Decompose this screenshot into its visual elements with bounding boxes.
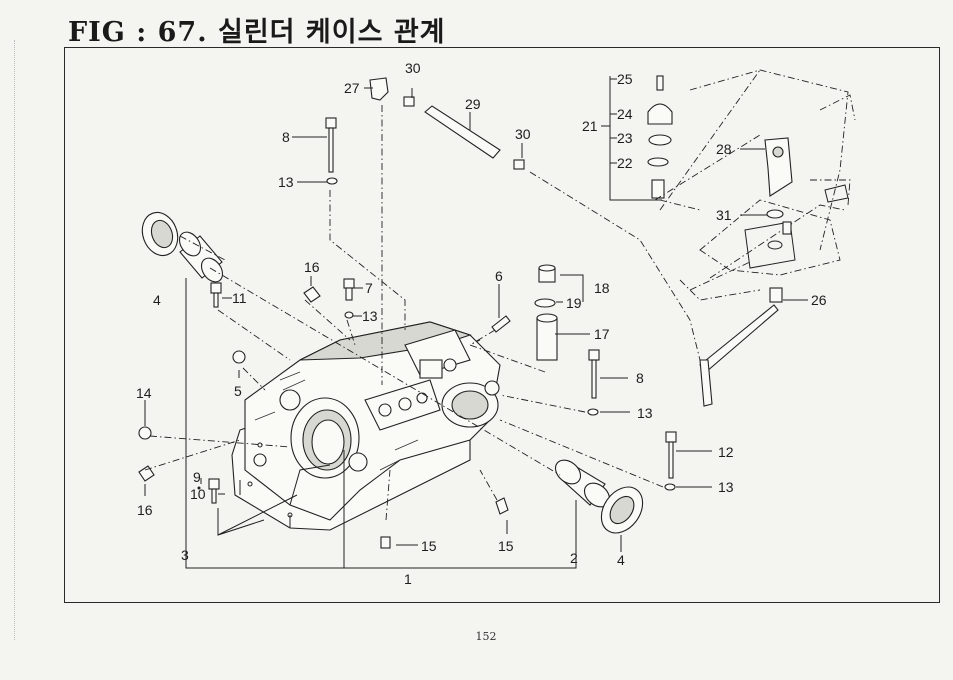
callout-16-lower: 16 [137, 502, 153, 518]
callout-12: 12 [718, 444, 734, 460]
callout-24: 24 [617, 106, 633, 122]
washer-13b [344, 311, 354, 319]
callout-6: 6 [495, 268, 503, 284]
callout-7: 7 [365, 280, 373, 296]
washer-31 [766, 209, 784, 219]
plug-16-upper [303, 286, 321, 303]
bracket-28 [764, 137, 793, 197]
plug-18 [538, 264, 556, 283]
breather-assembly [647, 75, 673, 199]
cylinder-case [231, 321, 501, 531]
callout-8-right: 8 [636, 370, 644, 386]
callout-23: 23 [617, 130, 633, 146]
callout-13-middle: 13 [362, 308, 378, 324]
pipe-26 [699, 287, 783, 407]
ball-9 [197, 486, 201, 490]
washer-13a [326, 177, 338, 185]
callout-15-right: 15 [498, 538, 514, 554]
callout-30-upper: 30 [405, 60, 421, 76]
plug-5 [232, 350, 246, 364]
callout-8-upper: 8 [282, 129, 290, 145]
page-number: 152 [475, 630, 497, 643]
callout-26: 26 [811, 292, 827, 308]
plug-15-left [380, 536, 391, 549]
bolt-8-right [588, 349, 600, 399]
bolt-11 [210, 282, 222, 308]
callout-18: 18 [594, 280, 610, 296]
callout-11: 11 [232, 290, 247, 306]
callout-25: 25 [617, 71, 633, 87]
callout-29: 29 [465, 96, 481, 112]
callout-21: 21 [582, 118, 598, 134]
callout-13-lower: 13 [718, 479, 734, 495]
o-ring-19 [534, 298, 556, 308]
callout-13-upper: 13 [278, 174, 294, 190]
callout-28: 28 [716, 141, 732, 157]
callout-9: 9 [193, 469, 201, 485]
nut-30-lower [513, 159, 525, 170]
callout-1: 1 [404, 571, 412, 587]
plug-15-right [495, 497, 509, 515]
o-ring-14 [138, 426, 152, 440]
callout-19: 19 [566, 295, 582, 311]
callout-5: 5 [234, 383, 242, 399]
callout-16-upper: 16 [304, 259, 320, 275]
bolt-12 [665, 431, 677, 479]
oil-seal-left [141, 211, 179, 257]
callout-15-left: 15 [421, 538, 437, 554]
bolt-10 [208, 478, 220, 504]
callout-4-left: 4 [153, 292, 161, 308]
stud-6 [491, 315, 511, 333]
oil-seal-right [600, 486, 644, 534]
leader-lines [144, 76, 808, 569]
callout-22: 22 [617, 155, 633, 171]
figure-title: FIG : 67. 실린더 케이스 관계 [68, 17, 446, 48]
callout-4-right: 4 [617, 552, 625, 568]
pipe-29 [424, 105, 501, 159]
plug-7 [343, 278, 355, 301]
callout-labels: 1 2 3 4 4 5 6 7 8 8 9 10 11 12 13 13 13 … [136, 60, 827, 587]
callout-30-lower: 30 [515, 126, 531, 142]
elbow-27 [369, 77, 389, 101]
nut-30-upper [403, 96, 415, 107]
sleeve-17 [536, 313, 558, 361]
tractor-frame-outline [659, 69, 856, 301]
plug-16-lower [138, 465, 155, 482]
diagram-frame [64, 47, 940, 603]
callout-10: 10 [190, 486, 206, 502]
callout-31: 31 [716, 207, 732, 223]
callout-17: 17 [594, 326, 610, 342]
bolt-8-upper [325, 117, 337, 173]
washer-13c [587, 408, 599, 416]
washer-13d [664, 483, 676, 491]
callout-27: 27 [344, 80, 360, 96]
bushing-right [554, 459, 611, 508]
binding-edge [14, 40, 19, 640]
callout-3: 3 [181, 547, 189, 563]
callout-14: 14 [136, 385, 152, 401]
callout-13-right: 13 [637, 405, 653, 421]
callout-2: 2 [570, 550, 578, 566]
